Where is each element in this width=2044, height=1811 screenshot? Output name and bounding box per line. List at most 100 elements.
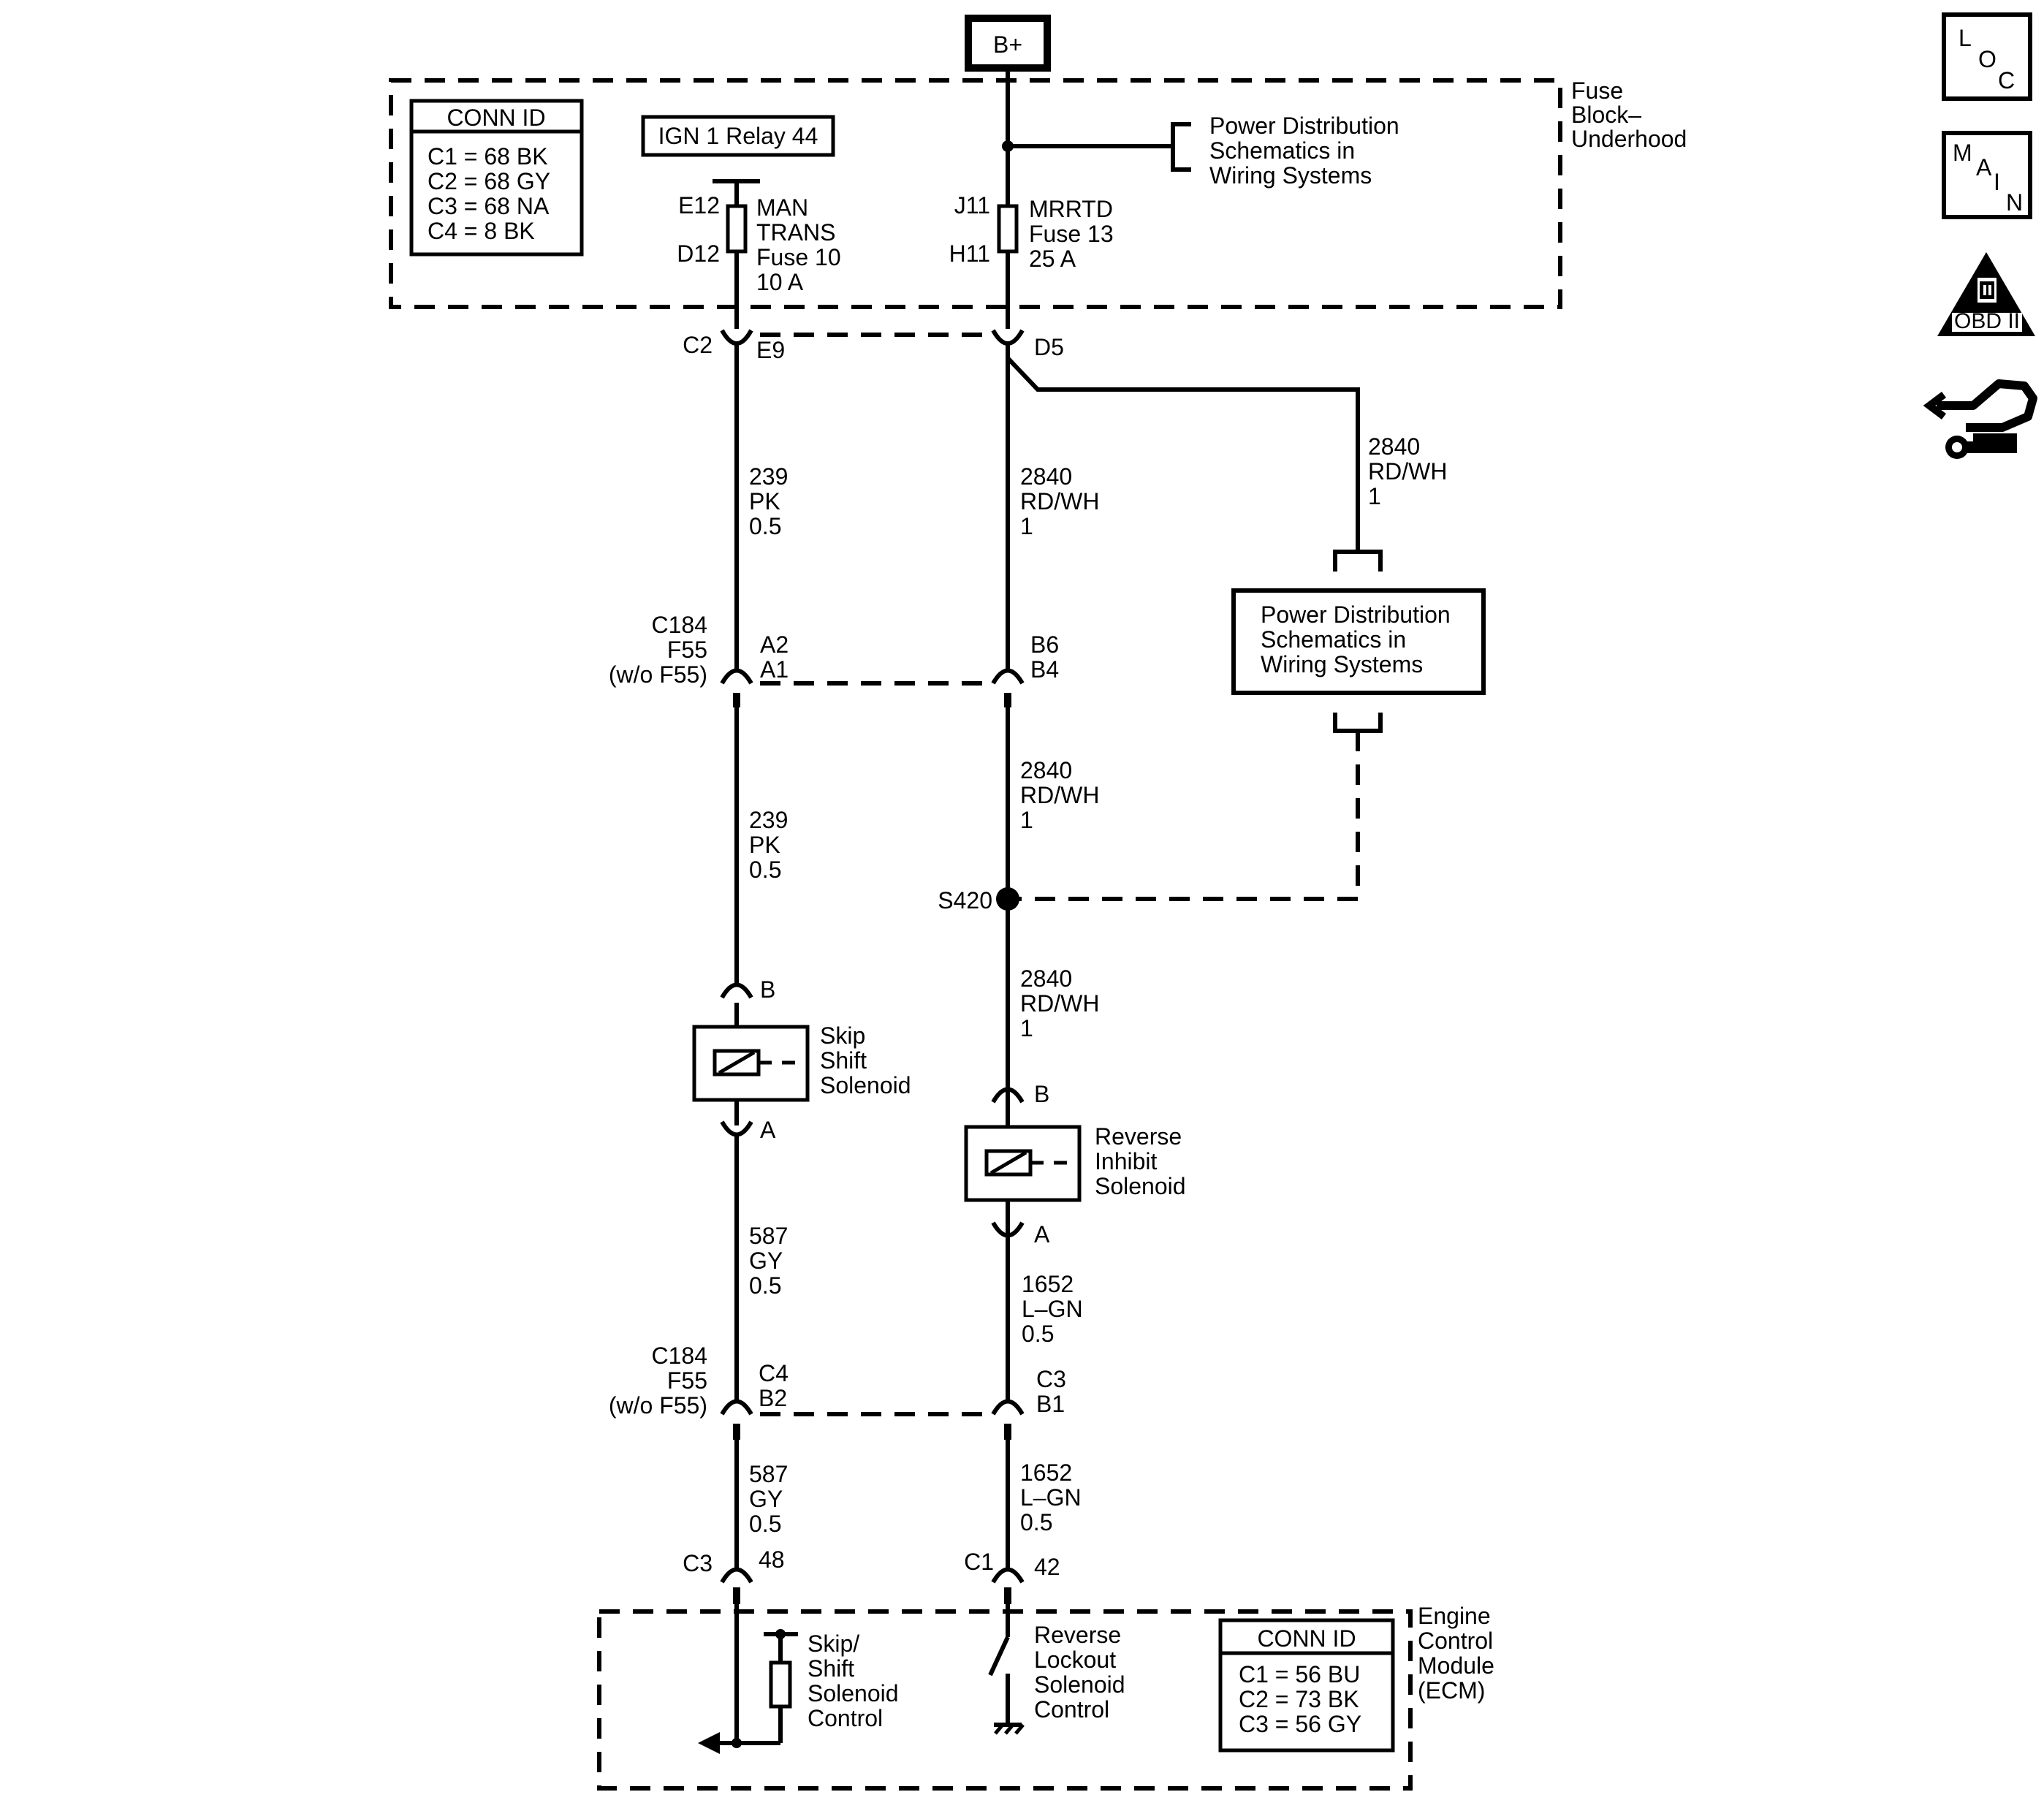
diagram-label: L bbox=[1958, 25, 1972, 51]
diagram-label: 239 bbox=[749, 463, 788, 490]
wire-2840-low-label: 2840 RD/WH 1 bbox=[1020, 965, 1099, 1041]
reverse-lockout-control-circuit: Reverse Lockout Solenoid Control bbox=[988, 1604, 1125, 1735]
diagram-label: Solenoid bbox=[1095, 1173, 1186, 1199]
diagram-label: 0.5 bbox=[1022, 1321, 1054, 1347]
wire-239-mid-label: 239 PK 0.5 bbox=[749, 807, 788, 883]
obd-ii-icon[interactable]: OBD II bbox=[1937, 252, 2035, 336]
diagram-label: CONN ID bbox=[447, 105, 545, 131]
diagram-label: Fuse 10 bbox=[756, 244, 841, 270]
diagram-label: 1652 bbox=[1020, 1459, 1072, 1486]
diagram-label: L–GN bbox=[1020, 1484, 1082, 1511]
diagram-label: 25 A bbox=[1029, 246, 1076, 272]
diagram-label: Block– bbox=[1571, 102, 1641, 128]
diagram-label: 1 bbox=[1020, 807, 1033, 833]
diagram-label: C2 = 68 GY bbox=[428, 168, 550, 194]
diagram-label: 2840 bbox=[1020, 463, 1072, 490]
ign-relay-label: IGN 1 Relay 44 bbox=[641, 115, 835, 157]
diagram-label: C1 = 68 BK bbox=[428, 143, 548, 170]
diagram-label: Module bbox=[1418, 1652, 1494, 1679]
reverse-inhibit-solenoid: B A Reverse Inhibit Solenoid bbox=[964, 1052, 1186, 1248]
diagram-label: 48 bbox=[759, 1546, 785, 1573]
wire-587-top-label: 587 GY 0.5 bbox=[749, 1223, 788, 1299]
pd-ref-mid: Power Distribution Schematics in Wiring … bbox=[1008, 550, 1486, 901]
diagram-label: C3 bbox=[1036, 1366, 1066, 1392]
diagram-label: PK bbox=[749, 832, 780, 858]
diagram-label: C4 bbox=[759, 1360, 789, 1386]
diagram-label: F55 bbox=[667, 1367, 707, 1394]
diagram-label: E9 bbox=[756, 337, 785, 363]
diagram-label: B6 bbox=[1030, 631, 1059, 658]
wire-2840-branch-label: 2840 RD/WH 1 bbox=[1368, 433, 1447, 509]
diagram-label: C3 bbox=[683, 1550, 713, 1576]
diagram-label: CONN ID bbox=[1257, 1625, 1356, 1652]
diagram-label: 0.5 bbox=[749, 1511, 781, 1537]
splice-s420: S420 bbox=[938, 887, 1019, 914]
diagram-label: 1652 bbox=[1022, 1271, 1074, 1297]
diagram-label: Engine bbox=[1418, 1603, 1491, 1629]
c184-top-connector: C184 F55 (w/o F55) A2 A1 B6 B4 bbox=[609, 612, 1059, 707]
diagram-label: GY bbox=[749, 1248, 783, 1274]
diagram-label: 0.5 bbox=[749, 513, 781, 539]
diagram-label: B bbox=[760, 976, 775, 1003]
wire-2840-top-label: 2840 RD/WH 1 bbox=[1020, 463, 1099, 539]
diagram-label: Shift bbox=[808, 1655, 854, 1682]
diagram-label: M bbox=[1953, 140, 1972, 166]
wire-239-top-label: 239 PK 0.5 bbox=[749, 463, 788, 539]
diagram-label: N bbox=[2006, 189, 2023, 216]
diagram-label: 239 bbox=[749, 807, 788, 833]
diagram-label: 1 bbox=[1020, 513, 1033, 539]
diagram-label: RD/WH bbox=[1020, 488, 1099, 515]
diagram-label: RD/WH bbox=[1368, 458, 1447, 485]
ecm-conn-id: CONN ID C1 = 56 BU C2 = 73 BK C3 = 56 GY bbox=[1218, 1618, 1395, 1753]
diagram-label: (ECM) bbox=[1418, 1677, 1485, 1704]
wire-587-bot-label: 587 GY 0.5 bbox=[749, 1461, 788, 1537]
diagram-label: C4 = 8 BK bbox=[428, 218, 535, 244]
diagram-label: B bbox=[1034, 1081, 1049, 1107]
diagram-label: (w/o F55) bbox=[609, 1392, 707, 1419]
diagram-label: C1 = 56 BU bbox=[1239, 1661, 1360, 1687]
wire-1652-top-label: 1652 L–GN 0.5 bbox=[1022, 1271, 1083, 1347]
diagram-label: C184 bbox=[652, 612, 708, 638]
fuse-block-title: Fuse Block– Underhood bbox=[1571, 77, 1687, 152]
diagram-label: E12 bbox=[678, 192, 720, 219]
diagram-label: Solenoid bbox=[820, 1072, 911, 1098]
diagram-label: 2840 bbox=[1368, 433, 1420, 460]
skip-shift-control-circuit: Skip/ Shift Solenoid Control bbox=[698, 1604, 899, 1754]
diagram-label: L–GN bbox=[1022, 1296, 1083, 1322]
diagram-label: C2 bbox=[683, 332, 713, 358]
wrench-icon[interactable] bbox=[1923, 379, 2037, 459]
diagram-label: Fuse 13 bbox=[1029, 221, 1114, 247]
diagram-label: C3 = 56 GY bbox=[1239, 1711, 1361, 1737]
diagram-label: C1 bbox=[964, 1549, 994, 1575]
diagram-label: Shift bbox=[820, 1047, 867, 1074]
diagram-label: Reverse bbox=[1095, 1123, 1182, 1150]
diagram-label: 1 bbox=[1020, 1015, 1033, 1041]
diagram-label: A bbox=[760, 1117, 776, 1143]
battery-source: B+ bbox=[965, 15, 1051, 72]
diagram-label: D12 bbox=[677, 240, 720, 267]
loc-icon[interactable]: L O C bbox=[1942, 12, 2032, 101]
diagram-label: TRANS bbox=[756, 219, 835, 246]
diagram-label: IGN 1 Relay 44 bbox=[658, 123, 818, 149]
diagram-label: Power Distribution bbox=[1261, 601, 1451, 628]
diagram-label: A bbox=[1976, 154, 1992, 181]
diagram-label: Reverse bbox=[1034, 1622, 1121, 1648]
wire-2840-mid-label: 2840 RD/WH 1 bbox=[1020, 757, 1099, 833]
diagram-label: MRRTD bbox=[1029, 196, 1113, 222]
diagram-label: F55 bbox=[667, 637, 707, 663]
diagram-label: J11 bbox=[954, 192, 990, 219]
wire-1652-bot-label: 1652 L–GN 0.5 bbox=[1020, 1459, 1082, 1535]
diagram-label: C2 = 73 BK bbox=[1239, 1686, 1359, 1712]
ecm-connector-pair: C3 48 C1 42 bbox=[683, 1546, 1060, 1604]
diagram-label: Fuse bbox=[1571, 77, 1623, 104]
main-icon[interactable]: M A I N bbox=[1942, 131, 2032, 219]
diagram-label: C bbox=[1998, 67, 2015, 94]
mrrtd-fuse: J11 H11 MRRTD Fuse 13 25 A bbox=[949, 68, 1173, 329]
diagram-label: C3 = 68 NA bbox=[428, 193, 550, 219]
diagram-label: 2840 bbox=[1020, 965, 1072, 992]
diagram-label: Solenoid bbox=[1034, 1671, 1125, 1698]
diagram-label: 0.5 bbox=[749, 1272, 781, 1299]
c184-bottom-connector: C184 F55 (w/o F55) C4 B2 C3 B1 bbox=[609, 1343, 1066, 1440]
diagram-label: A2 bbox=[760, 631, 789, 658]
